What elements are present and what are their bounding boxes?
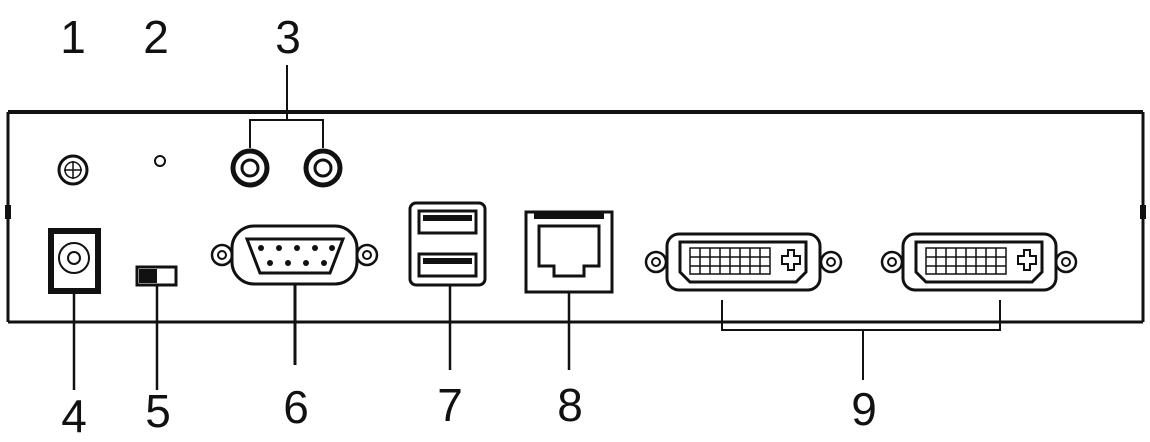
slide-switch-icon [135, 265, 178, 390]
power-jack-icon [48, 228, 101, 390]
callout-6: 6 [283, 381, 309, 433]
dvi-port-2 [880, 232, 1078, 292]
ethernet-port-icon [524, 210, 614, 370]
grounding-terminal-icon [57, 154, 89, 186]
callout-2: 2 [143, 11, 169, 63]
callout-5: 5 [145, 385, 171, 437]
callout-4: 4 [61, 390, 87, 442]
reset-pinhole-icon [154, 155, 166, 167]
callout-9: 9 [851, 383, 877, 435]
audio-jacks-icon [230, 65, 343, 188]
callout-1: 1 [60, 11, 86, 63]
dvi-ports-icon [644, 232, 1078, 380]
dvi-port-1 [644, 232, 843, 292]
callout-7: 7 [437, 379, 463, 431]
device-rear-panel [5, 110, 1146, 324]
callout-3: 3 [275, 11, 301, 63]
serial-port-icon [210, 224, 379, 365]
usb-ports-icon [408, 201, 487, 370]
callout-8: 8 [557, 379, 583, 431]
